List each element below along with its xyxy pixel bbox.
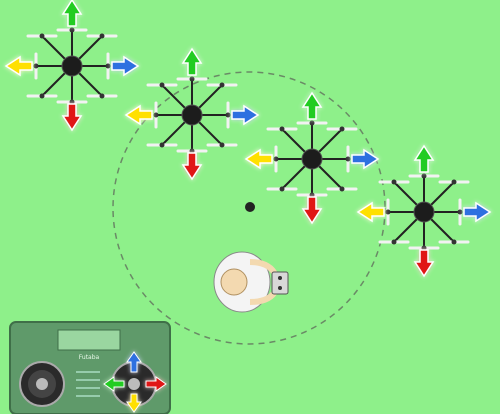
transmitter-brand: Futaba — [79, 354, 100, 361]
drone-2 — [126, 49, 258, 179]
orbit-path — [112, 71, 386, 345]
pilot-figure — [213, 251, 289, 313]
transmitter: Futaba — [9, 321, 171, 414]
drone-4 — [358, 146, 490, 276]
drone-1 — [6, 0, 138, 130]
orbit-center-dot — [245, 202, 255, 212]
drone-3 — [246, 93, 378, 223]
